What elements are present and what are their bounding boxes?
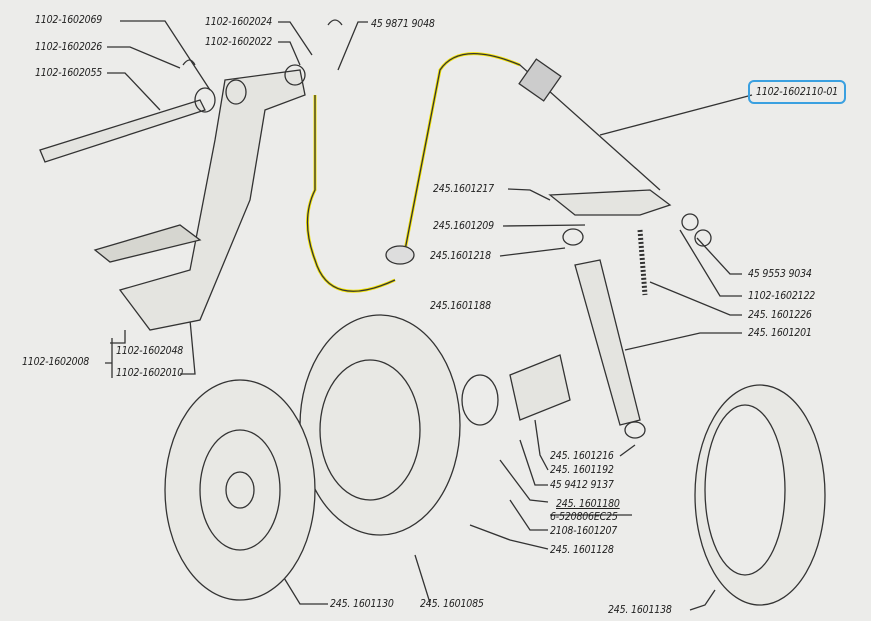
label-1102-1602048: 1102-1602048: [116, 345, 184, 357]
leader-line: [696, 237, 742, 275]
leader-line: [414, 554, 431, 604]
nut: [681, 213, 699, 231]
bushing: [562, 228, 584, 246]
leader-line: [110, 330, 126, 344]
label-45-9871-9048: 45 9871 9048: [371, 18, 435, 30]
label-1102-1602022: 1102-1602022: [205, 36, 273, 48]
pedal-pad: [93, 224, 202, 263]
leader-line: [689, 589, 716, 611]
nut: [694, 229, 712, 247]
leader-line: [337, 21, 368, 71]
leader-line: [499, 247, 566, 257]
leader-line: [278, 21, 313, 56]
label-1102-1602026: 1102-1602026: [35, 41, 103, 53]
leader-line: [509, 499, 548, 531]
label-245-1601201: 245. 1601201: [748, 327, 812, 339]
label-245-1601180: 245. 1601180: [556, 498, 620, 510]
leader-line: [649, 281, 742, 316]
clip: [182, 19, 343, 66]
bushing: [284, 64, 306, 86]
label-245-1601226: 245. 1601226: [748, 309, 812, 321]
leader-line: [499, 459, 549, 503]
leader-line: [599, 94, 753, 136]
label-45-9412-9137: 45 9412 9137: [550, 479, 614, 491]
pedal-shaft: [39, 99, 206, 163]
label-245-1601188: 245.1601188: [430, 300, 491, 312]
diaphragm-spring: [319, 359, 421, 501]
flywheel-inner: [704, 404, 786, 576]
pressure-plate: [299, 314, 461, 536]
label-245-1601216: 245. 1601216: [550, 450, 614, 462]
leader-line: [502, 224, 586, 227]
cable-adjuster: [518, 58, 562, 102]
leader-line: [619, 444, 636, 457]
label-45-9553-9034: 45 9553 9034: [748, 268, 812, 280]
clutch-disc: [164, 379, 316, 601]
label-245-1601138: 245. 1601138: [608, 604, 672, 616]
leader-line: [105, 338, 113, 378]
leader-line: [278, 41, 301, 66]
leader-line: [469, 524, 549, 550]
label-1102-1602010: 1102-1602010: [116, 367, 184, 379]
release-bearing: [461, 374, 499, 426]
grommet: [385, 245, 415, 265]
cable-highlight: [306, 95, 396, 293]
label-245-1601218: 245.1601218: [430, 250, 491, 262]
spring: [637, 229, 648, 296]
label-245-1601209: 245.1601209: [433, 220, 494, 232]
label-245-1601085: 245. 1601085: [420, 598, 484, 610]
bushing: [624, 421, 646, 439]
label-245-1601128: 245. 1601128: [550, 544, 614, 556]
label-245-1601217: 245.1601217: [433, 183, 494, 195]
label-245-1601192: 245. 1601192: [550, 464, 614, 476]
leader-line: [107, 46, 181, 69]
disc-hub: [199, 429, 281, 551]
leader-line: [679, 229, 742, 297]
label-1102-1602110-01-highlighted[interactable]: 1102-1602110-01: [748, 80, 846, 104]
label-2108-1601207: 2108-1601207: [550, 525, 618, 537]
leader-line: [534, 419, 549, 471]
label-1102-1602008: 1102-1602008: [22, 356, 90, 368]
bushing: [225, 79, 247, 105]
label-1102-1602024: 1102-1602024: [205, 16, 273, 28]
leader-line: [507, 188, 551, 201]
leader-line: [624, 332, 742, 351]
clutch-cable-outer: [404, 53, 661, 251]
label-1102-1602122: 1102-1602122: [748, 290, 816, 302]
disc-spline: [225, 471, 255, 509]
fork-shaft: [574, 259, 641, 426]
label-6-520806ec25: 6-520806EC25: [550, 511, 618, 523]
leader-line: [180, 319, 196, 375]
leader-line: [107, 72, 161, 111]
leader-line: [519, 439, 548, 486]
clutch-cable: [306, 95, 396, 292]
bushing: [194, 87, 216, 113]
bearing-sleeve: [509, 354, 571, 421]
clutch-pedal: [118, 69, 306, 331]
fork-lever: [548, 189, 672, 216]
label-1102-1602069: 1102-1602069: [35, 14, 103, 26]
label-245-1601130: 245. 1601130: [330, 598, 394, 610]
label-1102-1602055: 1102-1602055: [35, 67, 103, 79]
leader-line: [120, 20, 211, 91]
